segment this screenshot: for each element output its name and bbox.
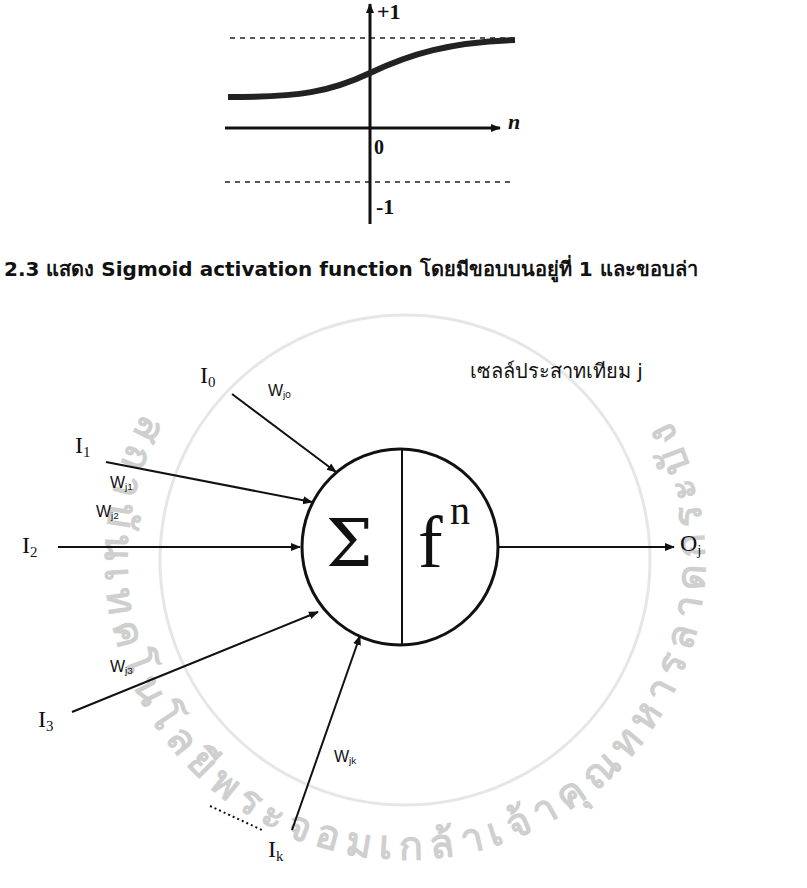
input-arrow (72, 612, 318, 712)
output-arrow (498, 546, 674, 548)
input-name: I3 (38, 706, 53, 732)
ellipsis-dots (210, 806, 262, 830)
neuron-title: เซลล์ประสาทเทียม j (470, 360, 643, 382)
sigmoid-curve (228, 40, 515, 97)
input-arrows (58, 394, 674, 830)
weight-name: Wj3 (110, 658, 133, 676)
input-arrow (58, 546, 300, 548)
sigmoid-graph (225, 4, 515, 224)
weight-name: Wj1 (110, 474, 133, 492)
figure-caption: 2.3 แสดง Sigmoid activation function โดย… (4, 258, 698, 280)
input-arrow (232, 394, 336, 472)
watermark: สถาบันเทคโนโลยีพระจอมเกล้าเจ้าคุณทหารลาด… (96, 409, 715, 869)
axis-tick: -1 (376, 195, 394, 219)
neuron-circle: Σfn (300, 447, 500, 647)
y-axis (369, 4, 372, 224)
weight-name: Wj0 (268, 382, 291, 400)
axis-tick: +1 (377, 0, 401, 24)
input-name: I2 (22, 532, 37, 558)
watermark-ring (160, 315, 650, 805)
input-arrow (106, 462, 312, 502)
function-symbol: f (418, 505, 443, 579)
weight-name: Wjk (334, 748, 356, 766)
input-name: I0 (200, 362, 215, 388)
axis-tick: 0 (374, 136, 384, 158)
watermark-group: สถาบันเทคโนโลยีพระจอมเกล้าเจ้าคุณทหารลาด… (96, 409, 715, 869)
weight-name: Wj2 (96, 503, 119, 521)
input-name: Ik (268, 836, 283, 862)
axis-name: n (508, 110, 520, 134)
sum-symbol: Σ (326, 511, 373, 577)
function-superscript: n (450, 491, 470, 531)
x-axis (225, 127, 500, 130)
output-name: Oj (680, 530, 701, 556)
input-name: I1 (75, 432, 90, 458)
input-arrow (292, 636, 360, 830)
